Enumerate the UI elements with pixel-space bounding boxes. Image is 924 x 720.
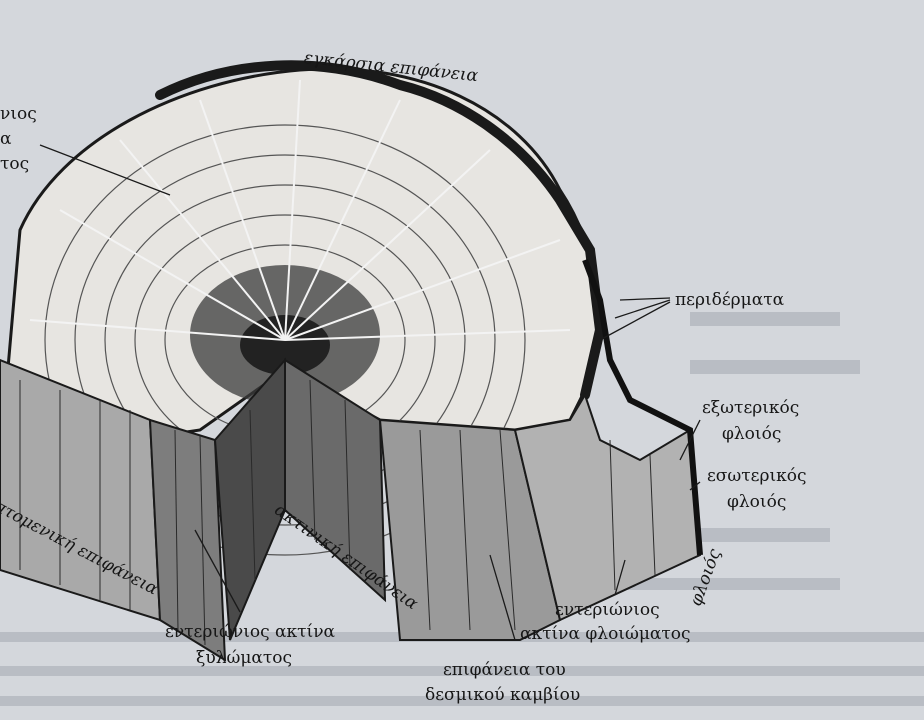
label-inner-bark-2: φλοιός (727, 492, 787, 512)
label-cambium-1: επιφάνεια του (443, 660, 566, 680)
leader-lines (39, 144, 701, 641)
label-periderms: περιδέρματα (675, 290, 785, 310)
label-outer-bark-1: εξωτερικός (702, 398, 800, 418)
label-ray-partial-3: τος (0, 154, 30, 174)
label-ray-partial-1: νιος (0, 104, 37, 124)
label-cambium-2: δεσμικού καμβίου (425, 685, 581, 705)
label-ray-partial-2: α (0, 129, 12, 149)
label-phloem-ray-1: εντεριώνιος (555, 600, 660, 620)
label-phloem-ray-2: ακτίνα φλοιώματος (520, 624, 691, 644)
label-outer-bark-2: φλοιός (722, 424, 782, 444)
log-body (0, 60, 703, 662)
label-xylem-ray-1: εντεριώνιος ακτίνα (165, 622, 336, 642)
label-xylem-ray-2: ξυλώματος (196, 648, 293, 668)
label-inner-bark-1: εσωτερικός (707, 466, 807, 486)
